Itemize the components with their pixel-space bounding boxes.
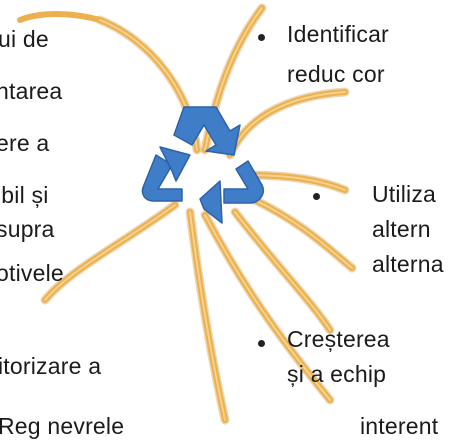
bottom-right-fragment: interent [360,413,439,439]
item3-line-1: Creșterea [287,326,390,352]
bullet-3 [258,340,265,347]
bullet-2 [313,193,320,200]
item2-line-3: alterna [372,251,444,277]
left-text-line-4: ibil și [0,182,49,208]
left-text-line-5: supra [0,216,55,242]
left-text-line-2: ntarea [0,78,63,104]
item2-line-1: Utiliza [372,181,437,207]
item2-line-2: altern [372,216,431,242]
recycling-icon [141,106,264,224]
item1-line-1: Identificar [287,21,389,47]
bullet-1 [258,34,265,41]
left-text-bottom: itorizare a [0,353,102,379]
left-text-line-1: ui de [0,26,49,52]
item1-line-2: reduc cor [287,61,385,87]
item3-line-2: și a echip [287,361,387,387]
left-text-line-3: ere a [0,130,50,156]
left-text-line-6: otivele [0,260,64,286]
left-text-last: Reg nevrele [0,413,125,439]
